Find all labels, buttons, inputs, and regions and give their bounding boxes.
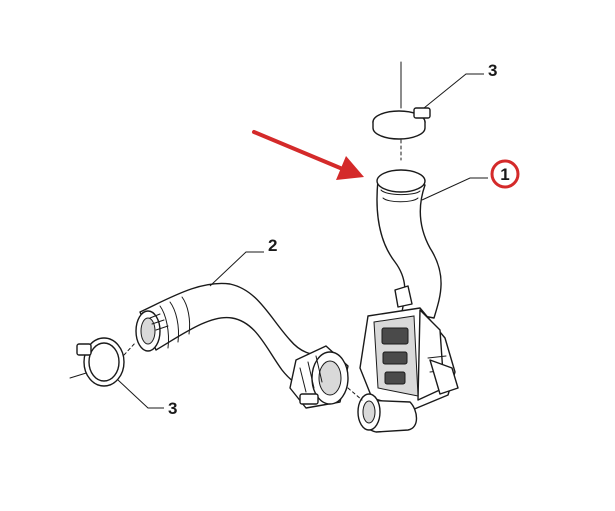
callout-part-1[interactable]: 1 [421,159,520,201]
callout-part-3-bottom[interactable]: 3 [117,379,177,418]
hose-clamp-top [372,61,431,161]
callout-part-3-top[interactable]: 3 [423,61,497,109]
callout-label-3-bottom: 3 [168,399,177,418]
callout-part-2[interactable]: 2 [209,236,277,287]
callout-label-1: 1 [500,165,509,184]
callout-label-2: 2 [268,236,277,255]
callout-label-3-top: 3 [488,61,497,80]
red-arrow-icon [252,130,364,180]
hose-clamp-bottom [69,337,137,387]
intake-hose-part-2 [135,282,363,409]
intake-hose-part-1 [357,169,459,433]
